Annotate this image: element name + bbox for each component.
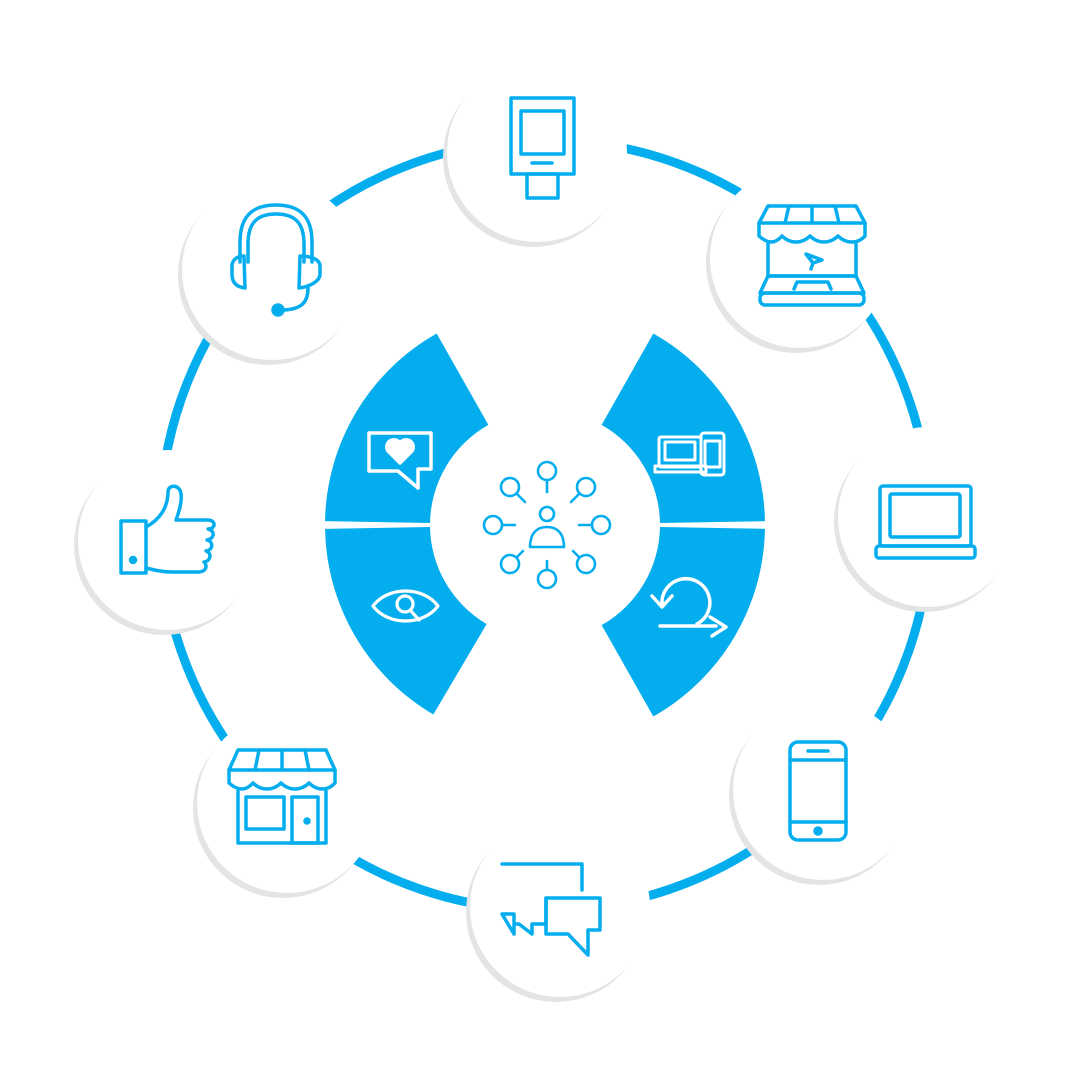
node-top-left xyxy=(178,180,362,365)
multi-device-icon xyxy=(653,431,726,477)
eye-search-icon xyxy=(371,589,440,623)
segment-top-left xyxy=(325,333,489,523)
online-store-laptop-icon xyxy=(757,204,867,307)
node-right xyxy=(834,427,1018,612)
storefront-icon xyxy=(227,748,337,845)
smartphone-icon xyxy=(788,740,848,842)
node-disc xyxy=(182,180,362,360)
icons-layer xyxy=(119,96,977,957)
outer-nodes xyxy=(74,62,1018,1002)
node-disc xyxy=(447,62,627,242)
node-disc xyxy=(733,700,913,880)
inner-segments xyxy=(325,333,765,717)
laptop-icon xyxy=(874,484,977,560)
segment-bottom-right xyxy=(601,527,765,717)
node-left xyxy=(74,450,258,635)
node-bottom-right xyxy=(729,700,913,885)
thumbs-up-icon xyxy=(119,484,216,575)
node-disc xyxy=(838,427,1018,607)
node-disc xyxy=(710,168,890,348)
node-top xyxy=(443,62,627,247)
headset-icon xyxy=(230,203,322,317)
node-disc xyxy=(78,450,258,630)
kiosk-icon xyxy=(509,96,576,200)
return-cycle-icon xyxy=(650,576,728,638)
customer-network-icon xyxy=(482,460,612,590)
node-bottom xyxy=(466,817,650,1002)
segment-top-right xyxy=(601,333,765,523)
chat-bubbles-icon xyxy=(500,862,602,957)
node-disc xyxy=(197,713,377,893)
node-top-right xyxy=(706,168,890,353)
node-disc xyxy=(470,817,650,997)
heart-message-icon xyxy=(367,431,433,490)
